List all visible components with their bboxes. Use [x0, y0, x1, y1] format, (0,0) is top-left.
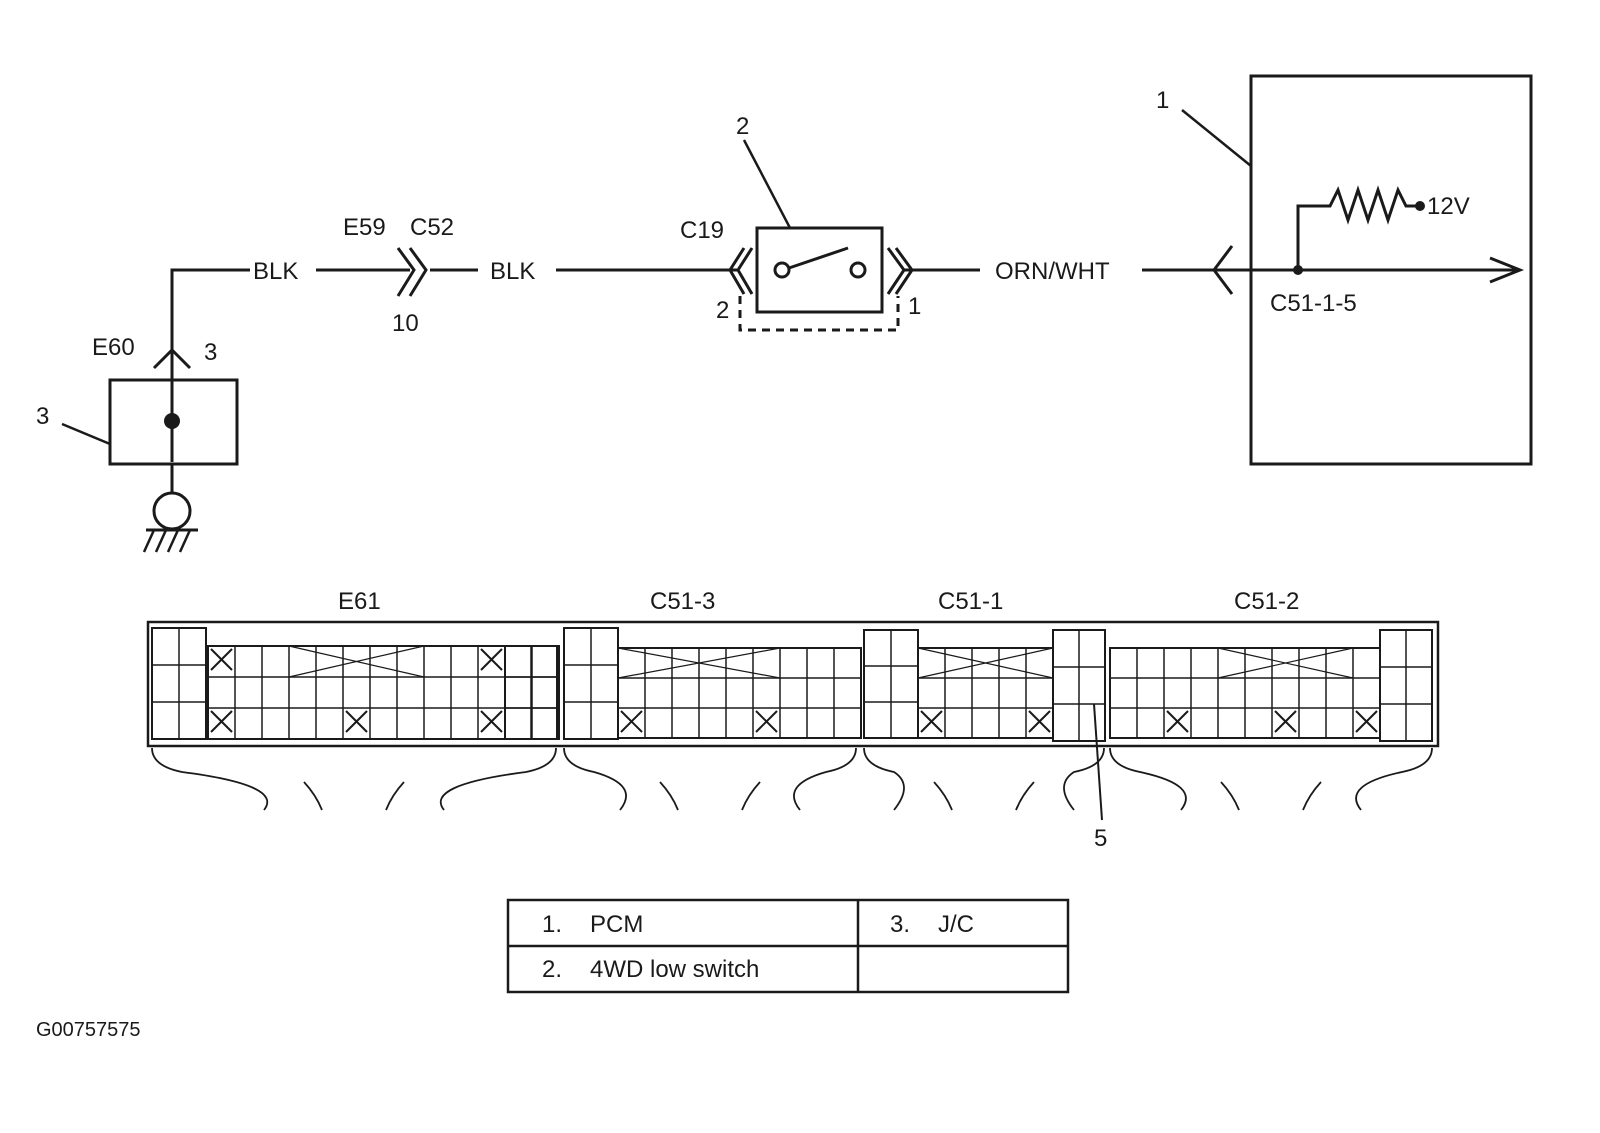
connector-latches: [151, 747, 1433, 811]
cavity-block-c51-3-main: [617, 647, 862, 739]
figure-id: G00757575: [36, 1019, 141, 1041]
splice-icon: [164, 413, 180, 429]
latch-hatch-0-a: [303, 781, 323, 811]
switch-contact-icon: [773, 246, 867, 279]
connector-c52-icon: [396, 247, 428, 297]
connector-housing: [146, 620, 1440, 748]
pin-label-pcm: C51-1-5: [1270, 290, 1357, 317]
latch-brace-3-left: [1109, 747, 1187, 811]
legend-row1-item2: J/C: [938, 911, 974, 938]
signal-arrow-icon: [1489, 256, 1525, 284]
callout-terminal: 5: [1094, 825, 1107, 852]
connector-label-c51-3: C51-3: [650, 588, 715, 615]
callout-line-switch: [742, 139, 792, 229]
voltage-label: 12V: [1427, 193, 1470, 220]
schematic: [61, 74, 1533, 553]
connector-label-e60: E60: [92, 334, 135, 361]
wire-label-orn-wht: ORN/WHT: [995, 258, 1110, 285]
connector-label-e59: E59: [343, 214, 386, 241]
wire-blk-left-a: [170, 268, 250, 462]
callout-jc: 3: [36, 403, 49, 430]
latch-brace-2-left: [863, 747, 905, 811]
legend-row1-num2: 3.: [890, 911, 910, 938]
latch-hatch-2-b: [1015, 781, 1035, 811]
connector-label-c51-2: C51-2: [1234, 588, 1299, 615]
pin-label-c52: 10: [392, 310, 419, 337]
legend-grid: [508, 900, 1068, 992]
latch-brace-3-right: [1355, 747, 1433, 811]
wire-label-blk-left: BLK: [253, 258, 298, 285]
legend-table: 1. PCM 3. J/C 2. 4WD low switch: [506, 898, 1070, 994]
connector-label-c19: C19: [680, 217, 724, 244]
callout-switch: 2: [736, 113, 749, 140]
legend-row1-num1: 1.: [542, 911, 562, 938]
switch-bracket: [738, 296, 900, 332]
connector-label-c52: C52: [410, 214, 454, 241]
callout-pcm: 1: [1156, 87, 1169, 114]
pcm-box: [1249, 74, 1533, 466]
ground-icon: [142, 464, 198, 553]
latch-hatch-1-b: [741, 781, 761, 811]
latch-hatch-2-a: [933, 781, 953, 811]
pin-label-c19-right: 1: [908, 293, 921, 320]
pcm-connector-face: E61 C51-3 C51-1 C51-2: [146, 588, 1440, 821]
legend-row1-item1: PCM: [590, 911, 643, 938]
connector-label-e61: E61: [338, 588, 381, 615]
pin-label-c19-left: 2: [716, 297, 729, 324]
cavity-block-e61-main: [207, 645, 560, 740]
connector-label-c51-1: C51-1: [938, 588, 1003, 615]
callout-line-terminal: [1093, 703, 1103, 821]
schematic-labels: BLK BLK ORN/WHT E59 C52 10 C19 2 1 E60 3…: [36, 87, 1470, 852]
wire-label-blk-mid: BLK: [490, 258, 535, 285]
latch-hatch-3-a: [1220, 781, 1240, 811]
latch-hatch-3-b: [1302, 781, 1322, 811]
latch-brace-1-right: [793, 747, 857, 811]
connector-e60-icon: [152, 347, 192, 370]
connector-pcm-icon: [1212, 245, 1234, 295]
latch-hatch-0-b: [385, 781, 405, 811]
latch-brace-0-right: [439, 747, 557, 811]
latch-brace-2-right: [1063, 747, 1105, 811]
cavity-block-c51-1-main: [917, 647, 1054, 739]
resistor-icon: [1293, 185, 1425, 275]
callout-line-jc: [61, 422, 111, 446]
callout-line-pcm: [1181, 109, 1252, 167]
legend-row2-item1: 4WD low switch: [590, 956, 759, 983]
latch-brace-0-left: [151, 747, 269, 811]
pin-label-e60: 3: [204, 339, 217, 366]
connector-c19-left-icon: [728, 247, 754, 295]
latch-brace-1-left: [563, 747, 627, 811]
switch-box: [755, 226, 884, 314]
legend-row2-num1: 2.: [542, 956, 562, 983]
connector-cavities: [151, 627, 1433, 742]
latch-hatch-1-a: [659, 781, 679, 811]
connector-c19-right-icon: [886, 247, 914, 295]
